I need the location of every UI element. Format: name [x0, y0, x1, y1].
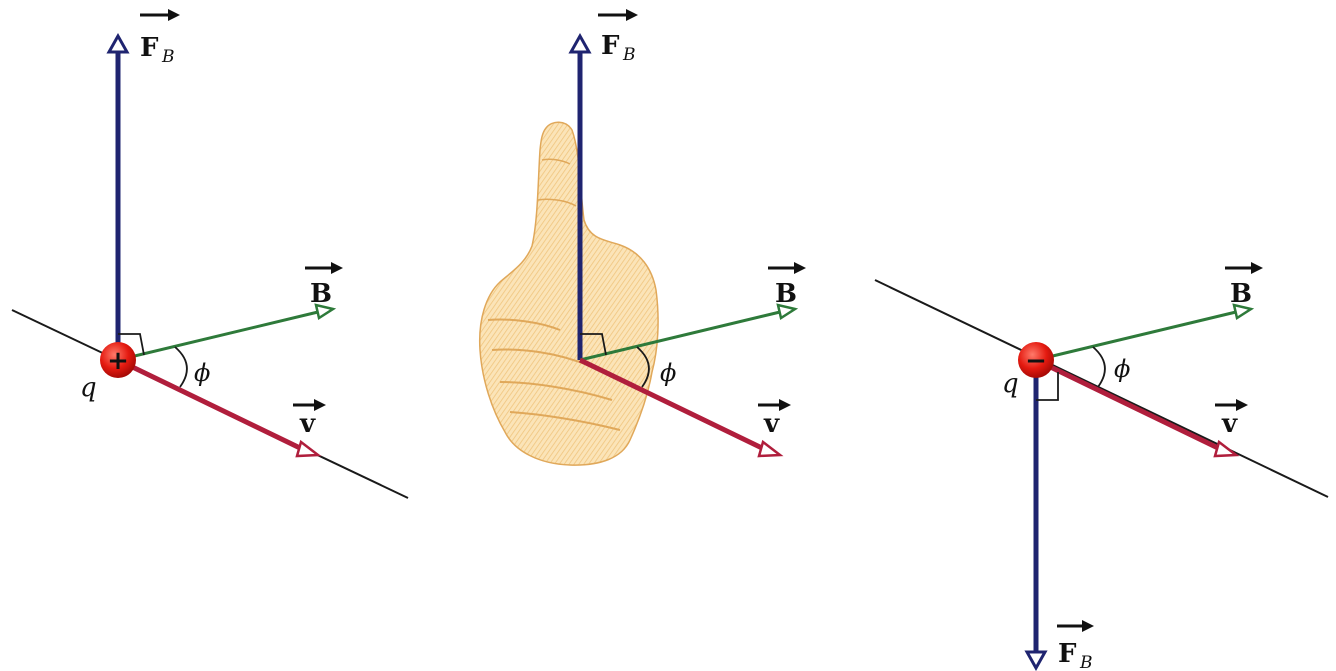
velocity-vector [578, 357, 764, 451]
force-label: F [601, 31, 620, 61]
force-label-vector-head [1082, 620, 1094, 632]
positive-charge [100, 342, 136, 378]
force-label-vector-head [168, 9, 180, 21]
force-label-vector-head [626, 9, 638, 21]
field-vector [1035, 310, 1237, 362]
force-label: F [1058, 639, 1077, 669]
force-label-subscript: B [1079, 653, 1093, 671]
field-arrowhead [314, 303, 337, 321]
force-label-subscript: B [622, 45, 636, 65]
velocity-vector [116, 357, 302, 451]
angle-arc [636, 346, 650, 388]
charge-label: q [1002, 369, 1019, 399]
charge-sign: − [1025, 346, 1047, 376]
panel-negative-charge: − q B v ϕ F B [874, 262, 1329, 671]
angle-arc [1092, 346, 1106, 388]
field-arrowhead [776, 303, 799, 321]
field-vector [117, 310, 319, 362]
velocity-label-vector-head [779, 399, 791, 411]
velocity-label: v [1221, 409, 1238, 439]
angle-label: ϕ [1114, 355, 1130, 383]
angle-label: ϕ [194, 359, 210, 387]
force-label-subscript: B [161, 47, 175, 67]
force-label: F [140, 33, 159, 63]
force-arrowhead [106, 32, 130, 54]
field-label: B [1230, 279, 1252, 309]
right-angle-mark [118, 333, 145, 356]
velocity-label-vector-head [314, 399, 326, 411]
force-arrowhead [1024, 650, 1048, 671]
charge-sign: + [107, 346, 129, 376]
right-hand-icon [478, 121, 659, 466]
force-arrowhead [568, 32, 592, 54]
angle-arc [174, 346, 188, 388]
velocity-arrowhead [1213, 439, 1240, 458]
field-arrowhead [1232, 303, 1255, 321]
field-label-vector-head [331, 262, 343, 274]
angle-label: ϕ [660, 359, 676, 387]
panel-right-hand: F B B v ϕ [478, 9, 806, 466]
velocity-label-vector-head [1236, 399, 1248, 411]
velocity-arrowhead [295, 439, 322, 458]
velocity-axis-line [874, 279, 1329, 498]
field-label-vector-head [1251, 262, 1263, 274]
velocity-label: v [763, 409, 780, 439]
panel-positive-charge: + q F B B v ϕ [11, 9, 409, 499]
velocity-label: v [299, 409, 316, 439]
field-label-vector-head [794, 262, 806, 274]
field-label: B [310, 279, 332, 309]
negative-charge [1018, 342, 1054, 378]
right-angle-mark [580, 333, 607, 356]
velocity-arrowhead [757, 439, 784, 458]
velocity-vector [1034, 357, 1220, 451]
field-label: B [775, 279, 797, 309]
charge-label: q [80, 373, 97, 403]
field-vector [579, 310, 781, 362]
right-angle-mark [1036, 372, 1059, 401]
